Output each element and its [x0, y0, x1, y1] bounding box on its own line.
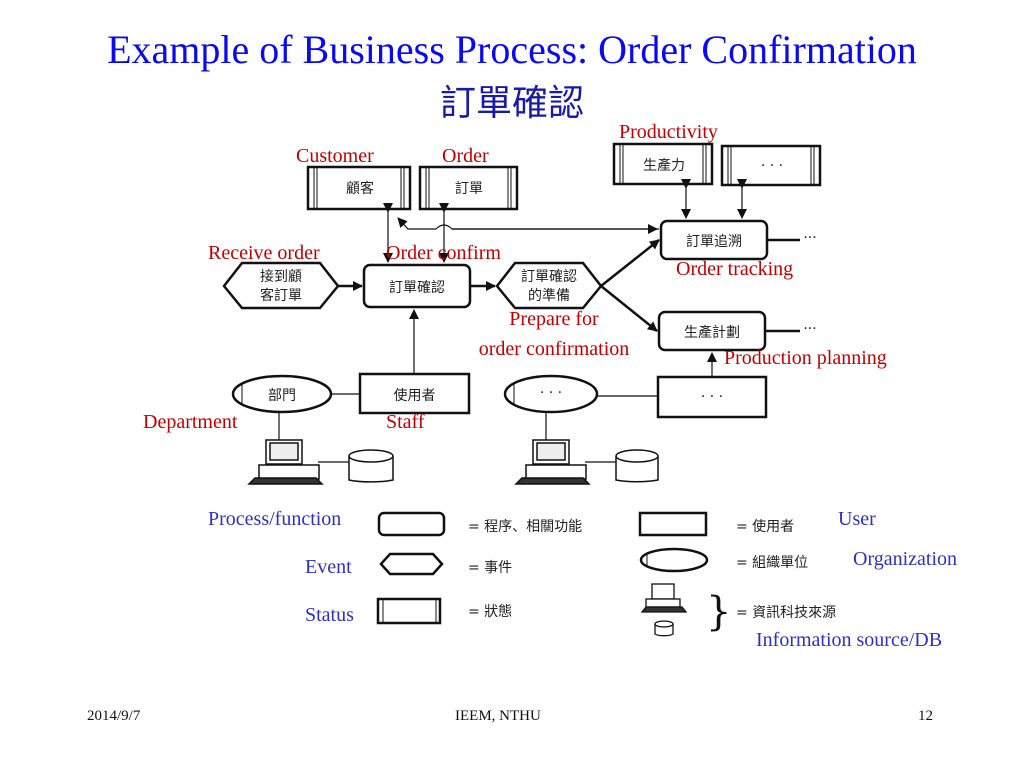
legend-user-zh: = 使用者	[736, 519, 795, 535]
legend-org-zh: = 組織單位	[736, 555, 809, 571]
footer-page-number: 12	[918, 708, 933, 724]
legend-org-shape	[639, 547, 709, 573]
slide-subtitle: 訂單確認	[439, 83, 584, 124]
status-box-order	[418, 165, 519, 211]
status-box-other	[720, 144, 822, 187]
footer-org: IEEM, NTHU	[455, 708, 541, 724]
status-productivity-zh: 生產力	[643, 158, 685, 174]
label-order: Order	[442, 145, 489, 167]
event-prepare-zh-2: 的準備	[528, 288, 570, 304]
event-receive-order-zh-1: 接到顧	[260, 269, 302, 285]
legend-computer-icon	[640, 583, 688, 613]
slide-title: Example of Business Process: Order Confi…	[107, 27, 917, 72]
legend-event-label: Event	[305, 556, 352, 578]
computer-icon	[514, 439, 591, 485]
label-customer: Customer	[296, 145, 374, 167]
status-customer-zh: 顧客	[346, 181, 374, 197]
status-other-zh: · · ·	[760, 158, 784, 174]
status-order-zh: 訂單	[455, 181, 483, 197]
label-productivity: Productivity	[619, 121, 718, 143]
label-department: Department	[143, 411, 238, 433]
legend-event-shape	[379, 552, 444, 576]
process-order-tracking-zh: 訂單追溯	[686, 234, 742, 250]
org-department-zh: 部門	[268, 388, 296, 404]
legend-brace: }	[706, 589, 731, 635]
database-icon	[348, 449, 394, 483]
legend-database-icon	[654, 620, 674, 637]
legend-user-shape	[638, 511, 708, 537]
legend-status-zh: = 狀態	[468, 604, 513, 620]
footer-date: 2014/9/7	[87, 708, 141, 724]
status-box-customer	[306, 165, 412, 211]
legend-infosource-zh: = 資訊科技來源	[736, 605, 837, 621]
production-planning-continuation: ···	[803, 321, 817, 337]
user-staff-zh: 使用者	[393, 388, 436, 404]
process-production-planning-zh: 生產計劃	[684, 325, 740, 341]
label-receive-order: Receive order	[208, 242, 320, 264]
label-prepare-2: order confirmation	[478, 338, 630, 360]
legend-process-shape	[377, 511, 446, 537]
legend-user-label: User	[838, 508, 876, 530]
label-order-confirm: Order confirm	[386, 242, 501, 264]
legend-status-shape	[376, 597, 442, 625]
label-production-planning: Production planning	[724, 347, 887, 369]
legend-event-zh: = 事件	[468, 560, 513, 576]
status-box-productivity	[612, 142, 714, 186]
legend-process-label: Process/function	[208, 508, 342, 530]
label-order-tracking: Order tracking	[676, 258, 794, 280]
label-staff: Staff	[386, 411, 425, 433]
label-prepare-1: Prepare for	[509, 308, 599, 330]
event-prepare-zh-1: 訂單確認	[521, 269, 577, 285]
order-tracking-continuation: ···	[803, 230, 817, 246]
database-icon	[615, 449, 659, 483]
flow-arrows	[338, 239, 660, 332]
legend-process-zh: = 程序、相關功能	[468, 519, 583, 535]
legend-status-label: Status	[305, 604, 354, 626]
legend-org-label: Organization	[853, 548, 958, 570]
computer-icon	[247, 439, 324, 485]
process-order-confirm-zh: 訂單確認	[389, 280, 445, 296]
user-other-zh: · · ·	[700, 389, 724, 405]
org-other	[503, 374, 599, 414]
legend-infosource-label: Information source/DB	[756, 629, 943, 651]
event-receive-order-zh-2: 客訂單	[260, 288, 302, 304]
org-other-zh: · · ·	[539, 385, 563, 401]
